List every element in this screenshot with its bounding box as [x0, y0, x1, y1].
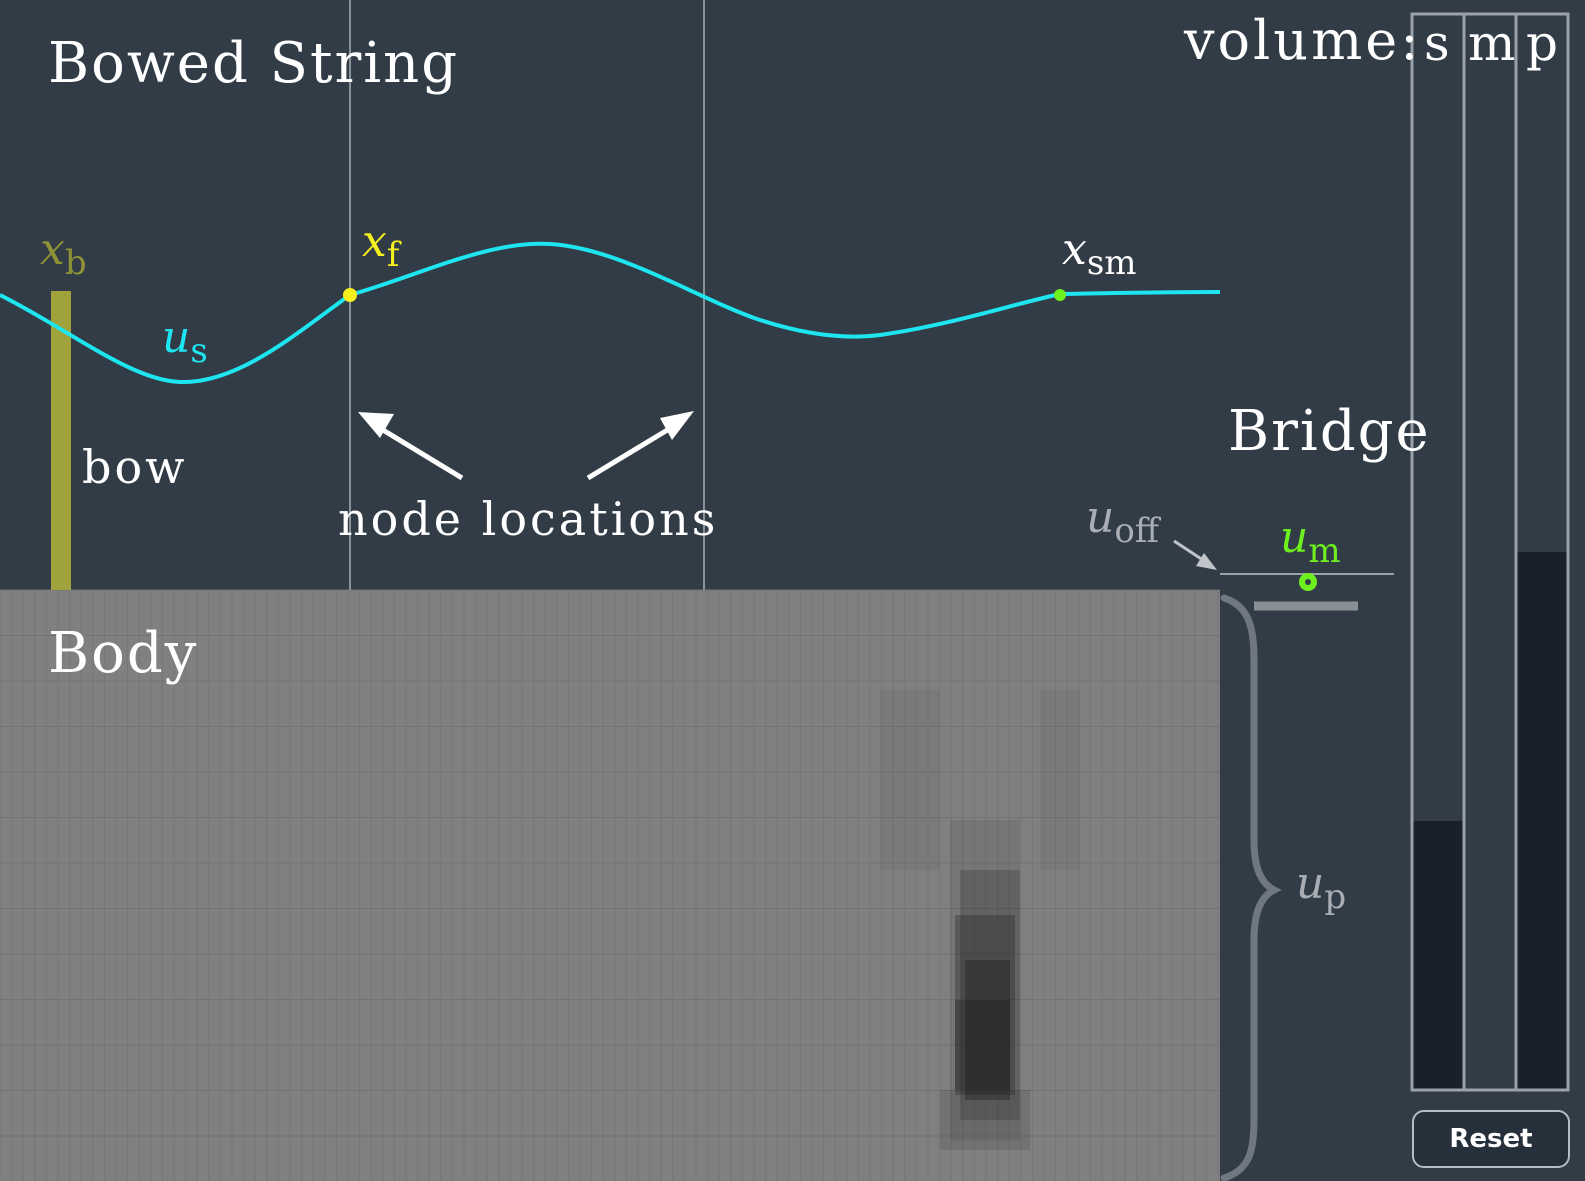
node-locations-label: node locations	[338, 492, 719, 546]
bridge-title: Bridge	[1228, 399, 1431, 464]
string-waveform	[0, 241, 1221, 385]
finger-point[interactable]	[343, 288, 357, 302]
meter-m-letter: m	[1468, 14, 1516, 72]
us-symbol: us	[162, 312, 208, 371]
meter-s-letter: s	[1424, 14, 1450, 72]
meter-fill-p	[1516, 552, 1568, 1090]
arrow-right-icon	[586, 411, 694, 481]
meter-frame-m	[1462, 12, 1518, 1092]
string-mass-point[interactable]	[1054, 289, 1066, 301]
uoff-symbol: uoff	[1086, 492, 1159, 551]
body-surface	[0, 590, 1220, 1181]
string-title: Bowed String	[48, 31, 460, 96]
bridge-mass-center	[1305, 579, 1311, 585]
bow[interactable]	[51, 291, 71, 590]
bow-label: bow	[82, 440, 188, 494]
volume-meters	[1410, 12, 1570, 1092]
arrow-left-icon	[358, 412, 464, 481]
um-symbol: um	[1280, 512, 1341, 571]
xsm-symbol: xsm	[1062, 224, 1137, 283]
body-title: Body	[48, 621, 199, 686]
body-brace-icon	[1220, 594, 1282, 1181]
uoff-arrow-icon	[1173, 539, 1217, 570]
reset-button[interactable]: Reset	[1412, 1110, 1570, 1168]
body-plate[interactable]	[0, 589, 1220, 1181]
xb-symbol: xb	[40, 224, 87, 283]
xf-symbol: xf	[362, 216, 400, 275]
meter-p-letter: p	[1526, 14, 1559, 72]
meter-frame-p	[1514, 12, 1570, 1092]
body-grid	[0, 589, 1220, 1181]
body-displacement	[880, 690, 1080, 1150]
up-symbol: up	[1296, 858, 1347, 917]
volume-label: volume:	[1184, 9, 1422, 72]
meter-fill-s	[1412, 821, 1464, 1090]
